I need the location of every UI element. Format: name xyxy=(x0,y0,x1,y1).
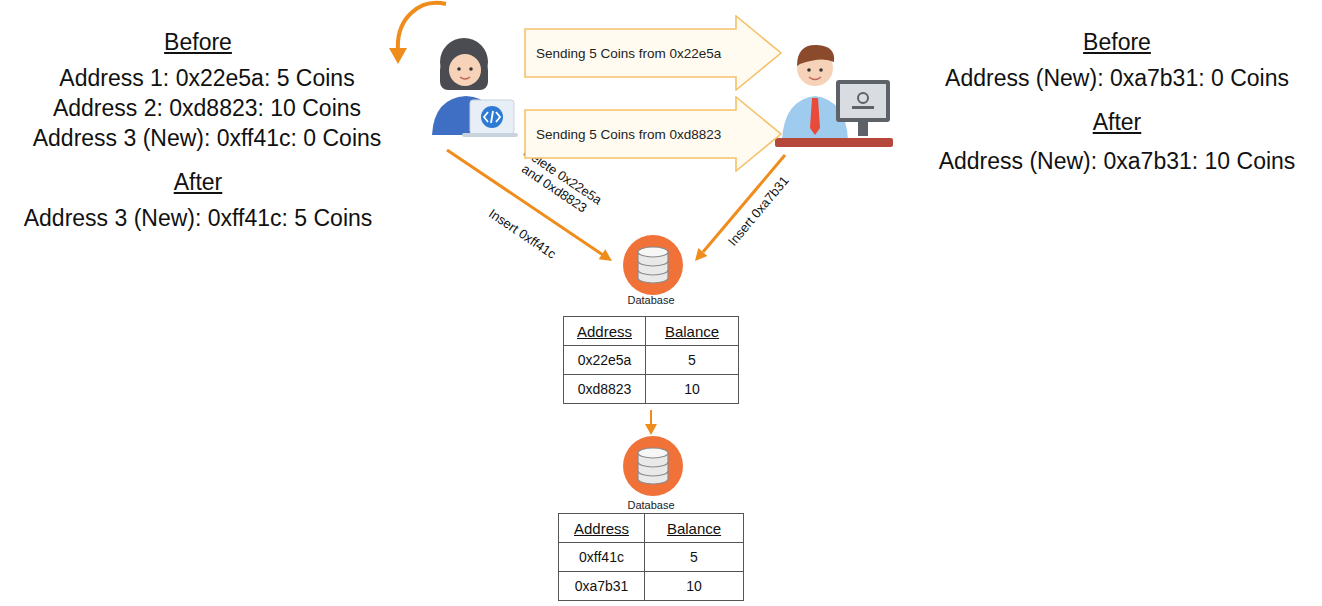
text-label: Before xyxy=(164,29,232,55)
table-text: 0xd8823 xyxy=(578,381,632,397)
database-node: DatabaseAddress Balance 0x22e5a 5 0xd8823 10 xyxy=(560,232,742,408)
table-cell: Balance xyxy=(645,316,739,346)
man-hair xyxy=(797,45,834,66)
table-cell: 10 xyxy=(645,374,739,404)
table-text: 0x22e5a xyxy=(578,352,632,368)
arrow-shape xyxy=(525,97,781,171)
laptop-base xyxy=(462,133,518,137)
arrow-head xyxy=(599,249,612,261)
mouth xyxy=(460,77,470,79)
table-cell: Address xyxy=(558,513,645,543)
database-caption: Database xyxy=(627,499,674,511)
table-text: 5 xyxy=(690,549,698,565)
table-cell: 0x22e5a xyxy=(563,345,646,375)
table-text: 5 xyxy=(688,352,696,368)
arrow-label: Sending 5 Coins from 0xd8823 xyxy=(536,127,721,142)
table-cell: 0xd8823 xyxy=(563,374,646,404)
screen-icon xyxy=(858,93,868,103)
text-label: Address (New): 0xa7b31: 0 Coins xyxy=(945,65,1289,91)
table-cell: Address xyxy=(563,316,646,346)
woman-figure xyxy=(432,38,518,137)
database-node: DatabaseAddress Balance 0xff41c 5 0xa7b31 10 xyxy=(556,436,746,604)
table-text: 10 xyxy=(686,578,702,594)
code-symbol xyxy=(484,111,500,123)
text-label: Address 2: 0xd8823: 10 Coins xyxy=(53,95,361,121)
text-label: Address 1: 0x22e5a: 5 Coins xyxy=(59,65,354,91)
table-cell: 5 xyxy=(645,345,739,375)
table-text: Balance xyxy=(665,323,719,340)
table-cell: 5 xyxy=(644,542,744,572)
database-caption: Database xyxy=(627,294,674,306)
eye xyxy=(819,68,823,72)
arrow-shape xyxy=(525,16,781,90)
table-text: Balance xyxy=(667,520,721,537)
arrow-head xyxy=(389,48,407,64)
table-cell: Balance xyxy=(644,513,744,543)
man-tie xyxy=(810,98,820,135)
laptop xyxy=(470,100,514,134)
text-label: Address 3 (New): 0xff41c: 5 Coins xyxy=(24,205,373,231)
table-text: Address xyxy=(577,323,632,340)
text-label: After xyxy=(1093,109,1142,135)
arrow-head xyxy=(645,424,657,435)
arrow-label: Sending 5 Coins from 0x22e5a xyxy=(536,46,721,61)
connector xyxy=(645,410,657,435)
table-text: 0xa7b31 xyxy=(575,578,629,594)
database-icon xyxy=(623,235,683,295)
text-label: Address (New): 0xa7b31: 10 Coins xyxy=(939,148,1296,174)
block-arrow: Sending 5 Coins from 0xd8823 xyxy=(524,96,782,172)
table-cell: 0xa7b31 xyxy=(558,571,645,601)
connector-line xyxy=(650,410,652,426)
man-figure xyxy=(775,45,893,147)
text-label: Insert 0xff41c xyxy=(486,206,559,262)
table-text: Address xyxy=(574,520,629,537)
monitor-screen xyxy=(840,84,886,118)
screen-icon xyxy=(852,106,874,109)
curved-arrow xyxy=(398,3,446,50)
block-arrow: Sending 5 Coins from 0x22e5a xyxy=(524,15,782,91)
table-text: 0xff41c xyxy=(579,549,624,565)
arrow-head xyxy=(695,248,707,261)
woman-face xyxy=(449,54,481,86)
text-label: After xyxy=(174,169,223,195)
eye xyxy=(457,67,461,71)
monitor xyxy=(836,80,890,122)
database-icon xyxy=(623,436,683,496)
mouth xyxy=(809,77,821,80)
table-text: 10 xyxy=(684,381,700,397)
text-label: Address 3 (New): 0xff41c: 0 Coins xyxy=(33,125,382,151)
table-cell: 10 xyxy=(644,571,744,601)
eye xyxy=(807,68,811,72)
text-label: Before xyxy=(1083,29,1151,55)
eye xyxy=(469,67,473,71)
desk xyxy=(775,138,893,147)
table-cell: 0xff41c xyxy=(558,542,645,572)
code-badge xyxy=(481,106,503,128)
monitor-stand xyxy=(858,122,868,136)
